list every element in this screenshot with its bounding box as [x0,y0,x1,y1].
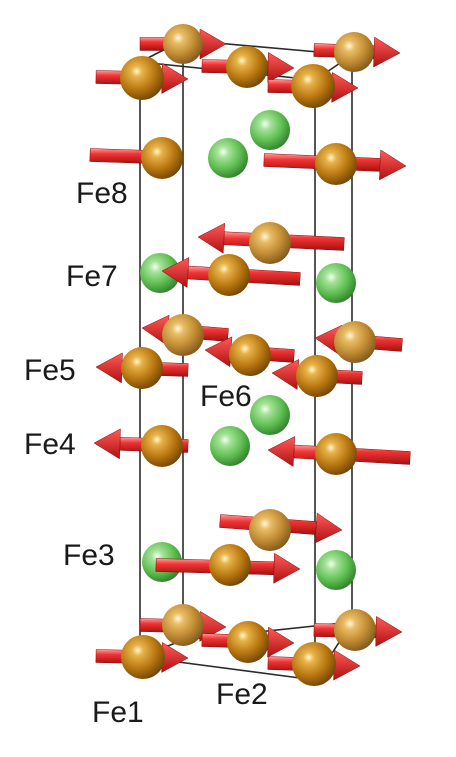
green-atom [210,426,250,466]
fe-atom [292,642,336,686]
spin-arrow-head [93,428,121,460]
fe-atom-back [249,509,291,551]
fe-atom-fe1 [121,635,165,679]
green-atom [250,110,290,150]
spin-arrow-head [333,649,361,681]
spin-arrow-head [331,71,359,103]
spin-arrow-head [199,28,227,60]
fe-atom [315,143,357,185]
fe-atom-fe5 [121,347,163,389]
label-fe4: Fe4 [24,428,76,461]
spin-arrow-head [375,615,403,647]
fe-atom [226,46,268,88]
label-fe6: Fe6 [200,380,252,413]
fe-atom [315,433,357,475]
spin-arrow-head [161,257,190,288]
label-fe3: Fe3 [63,539,115,572]
fe-atom-back [334,321,376,363]
label-fe5: Fe5 [24,354,76,387]
fe-atom-fe6 [229,334,271,376]
fe-atom-back [334,609,376,651]
label-fe1: Fe1 [92,696,144,729]
fe-atom-back [162,314,204,356]
spin-arrow-head [267,52,295,83]
green-atom [250,395,290,435]
green-atom [140,253,180,293]
fe-atom-fe7 [208,254,250,296]
spin-arrow-head [161,63,189,94]
fe-atom-fe8 [141,137,183,179]
fe-atom [120,56,164,100]
fe-atom-back [334,32,374,72]
spin-arrow-head [204,336,233,368]
spin-arrow-head [267,436,296,467]
spin-arrow-head [379,149,407,181]
spin-arrow-head [95,352,123,384]
fe-atom-fe4 [141,425,183,467]
label-fe2: Fe2 [216,678,268,711]
green-atom [316,263,356,303]
fe-atom-back [249,222,291,264]
label-fe7: Fe7 [66,260,118,293]
fe-atom-back [162,604,204,646]
spin-arrow-head [267,626,295,658]
spin-arrow-head [271,359,300,390]
fe-atom-fe3 [209,544,251,586]
fe-atom [296,355,338,397]
spin-arrow-head [161,642,189,673]
spin-arrow-head [314,512,343,544]
atoms-and-spins [89,24,411,686]
green-atom [316,550,356,590]
fe-atom-back [163,24,203,64]
spin-arrow-head [197,222,225,254]
spin-arrow-head [273,552,301,584]
label-fe8: Fe8 [76,177,128,210]
fe-atom-fe2 [227,621,269,663]
green-atom [208,138,248,178]
fe-atom [291,64,335,108]
spin-arrow-head [373,36,401,68]
